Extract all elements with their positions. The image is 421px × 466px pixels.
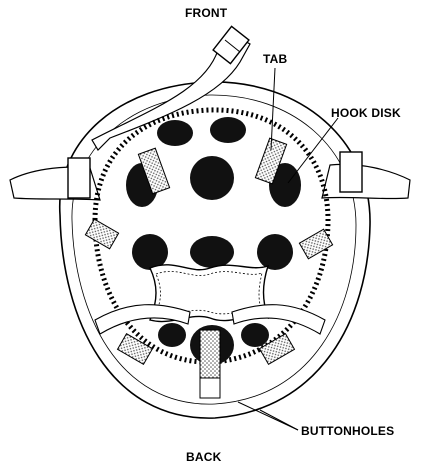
front-label: FRONT xyxy=(185,6,227,20)
hook-disk-label: HOOK DISK xyxy=(331,106,401,120)
left-buckle xyxy=(68,158,90,198)
tab-label: TAB xyxy=(263,52,287,66)
buttonholes-label: BUTTONHOLES xyxy=(301,424,394,438)
right-buckle xyxy=(340,152,362,192)
right-strap-wing xyxy=(322,164,410,198)
buttonholes-leader-2 xyxy=(260,410,298,430)
back-label: BACK xyxy=(186,450,221,464)
